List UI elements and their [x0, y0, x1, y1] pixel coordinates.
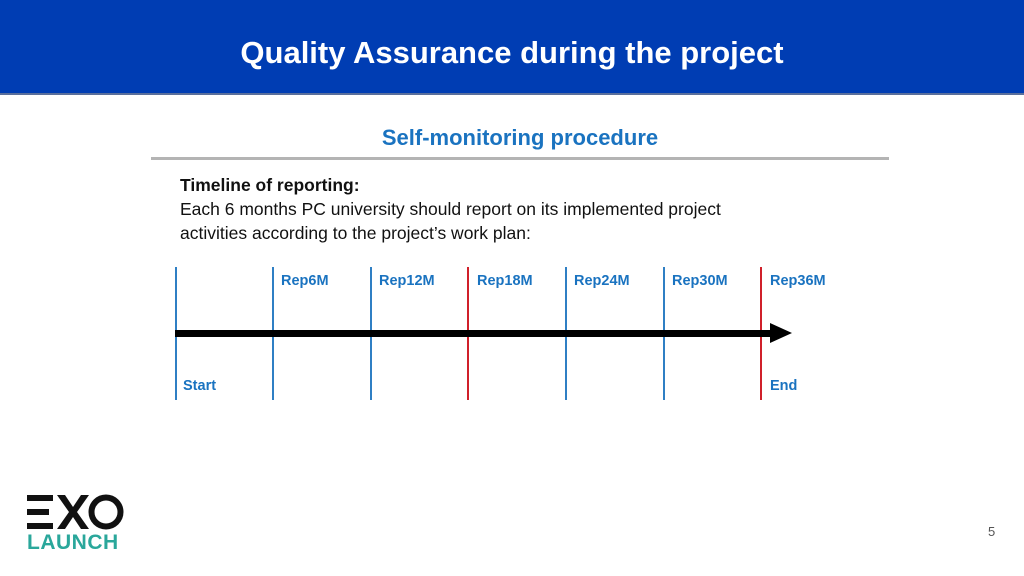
arrow-right-icon [770, 323, 792, 343]
description-line-1: Each 6 months PC university should repor… [180, 199, 721, 219]
exo-launch-logo: LAUNCH [26, 493, 126, 555]
start-label: Start [183, 378, 217, 394]
milestone-label-rep18m: Rep18M [477, 273, 533, 289]
section-divider [151, 157, 889, 160]
section-title: Self-monitoring procedure [381, 125, 659, 150]
milestone-label-rep6m: Rep6M [281, 273, 329, 289]
milestone-label-rep36m: Rep36M [770, 273, 826, 289]
slide-header: Quality Assurance during the project [0, 0, 1024, 95]
timeline-axis [175, 330, 771, 337]
end-label: End [770, 378, 798, 394]
milestone-label-rep12m: Rep12M [379, 273, 435, 289]
page-number: 5 [988, 524, 996, 539]
description: Timeline of reporting: Each 6 months PC … [180, 173, 840, 245]
description-line-2: activities according to the project’s wo… [180, 223, 531, 243]
milestone-label-rep24m: Rep24M [574, 273, 630, 289]
exo-logo-icon [27, 494, 124, 530]
milestone-label-rep30m: Rep30M [672, 273, 728, 289]
description-heading: Timeline of reporting: [180, 175, 360, 195]
slide-title: Quality Assurance during the project [240, 34, 784, 70]
logo-launch-text: LAUNCH [27, 531, 119, 554]
